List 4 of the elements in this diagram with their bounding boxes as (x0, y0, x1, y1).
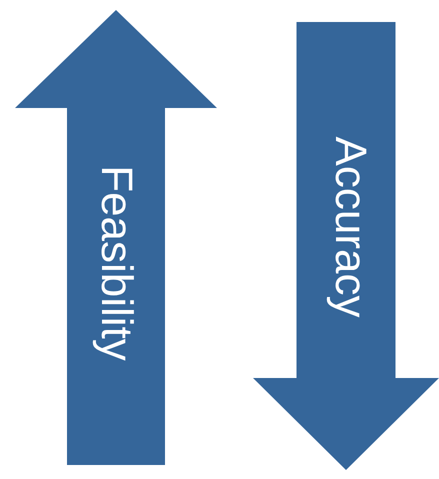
block-arrow (253, 22, 439, 470)
arrow-label: Accuracy (325, 136, 375, 318)
block-arrow (15, 10, 217, 465)
arrow-label: Feasibility (91, 165, 141, 361)
